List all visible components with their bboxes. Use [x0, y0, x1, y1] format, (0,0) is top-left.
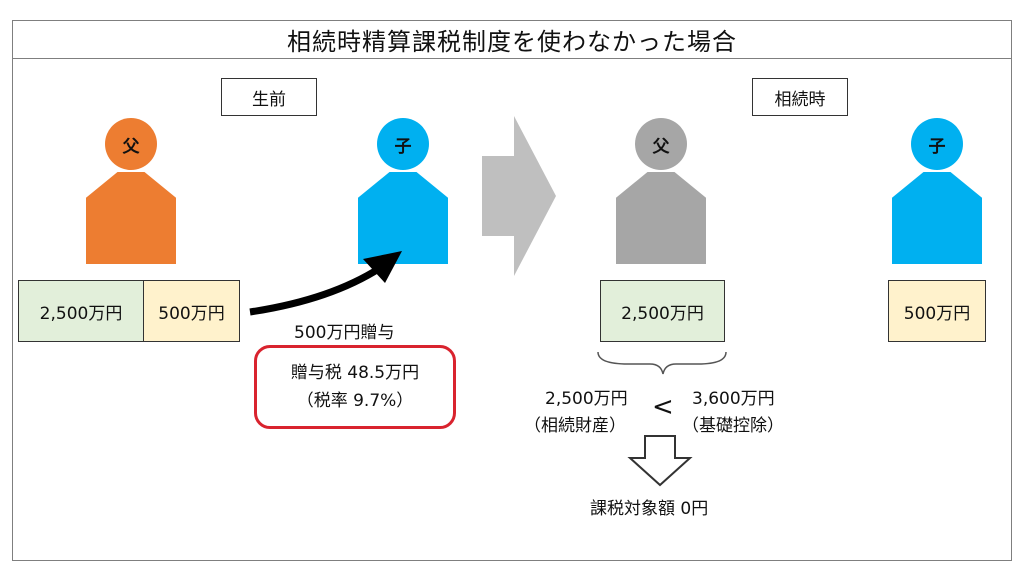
taxable-amount-result: 課税対象額 0円	[590, 499, 709, 519]
gift-label: 500万円贈与	[294, 323, 395, 343]
father-right-body	[616, 172, 706, 264]
label-before: 生前	[221, 78, 317, 116]
gift-tax-rate: （税率 9.7%）	[296, 391, 414, 411]
father-right-head: 父	[635, 118, 687, 170]
result-down-arrow	[627, 435, 693, 487]
transition-arrow	[482, 116, 556, 276]
father-after-amount: 2,500万円	[600, 280, 725, 342]
label-at-inheritance: 相続時	[752, 78, 848, 116]
comparison-right-value: 3,600万円	[692, 389, 775, 409]
father-left-body	[86, 172, 176, 264]
child-left-body	[358, 172, 448, 264]
child-left-head: 子	[377, 118, 429, 170]
comparison-left-caption: （相続財産）	[524, 416, 626, 436]
diagram-title: 相続時精算課税制度を使わなかった場合	[13, 21, 1011, 59]
comparison-symbol: <	[652, 392, 674, 422]
father-right-figure: 父	[616, 118, 706, 264]
child-after-amount: 500万円	[888, 280, 986, 342]
father-before-gift-amount: 500万円	[143, 280, 240, 342]
gift-arrow-curve	[249, 265, 382, 316]
child-right-figure: 子	[892, 118, 982, 264]
gift-tax-box: 贈与税 48.5万円 （税率 9.7%）	[254, 345, 456, 429]
gift-arrow-head	[363, 251, 402, 283]
child-right-body	[892, 172, 982, 264]
amount-brace	[597, 351, 727, 375]
child-left-figure: 子	[358, 118, 448, 264]
comparison-right-caption: （基礎控除）	[682, 416, 784, 436]
father-left-head: 父	[105, 118, 157, 170]
father-before-main-amount: 2,500万円	[18, 280, 144, 342]
father-left-figure: 父	[86, 118, 176, 264]
gift-tax-amount: 贈与税 48.5万円	[290, 363, 420, 383]
diagram-frame: 相続時精算課税制度を使わなかった場合	[12, 20, 1012, 561]
child-right-head: 子	[911, 118, 963, 170]
comparison-left-value: 2,500万円	[545, 389, 628, 409]
